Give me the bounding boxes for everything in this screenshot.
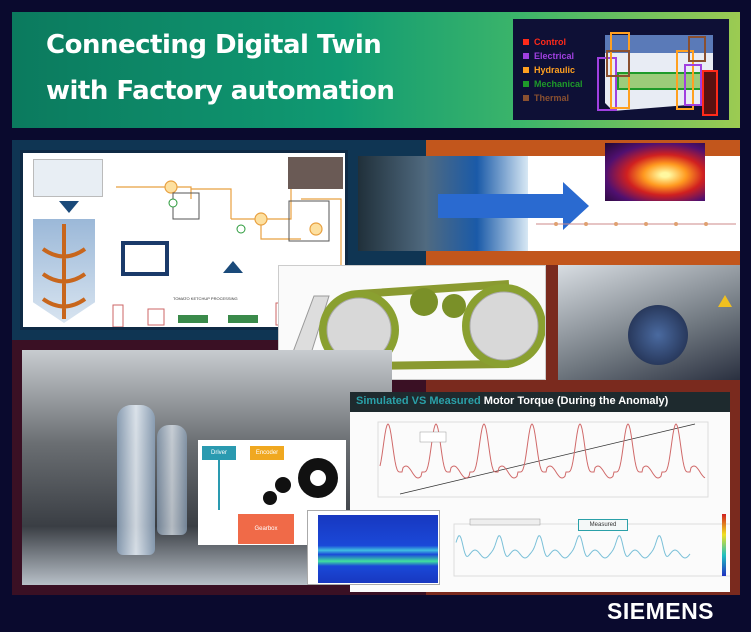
encoder-box: Encoder (250, 446, 284, 460)
arrow-up-icon (223, 261, 243, 273)
gears-icon (263, 458, 338, 505)
helix-icon (41, 224, 87, 319)
legend-item-electrical: Electrical (523, 51, 574, 61)
domain-legend-image: Control Electrical Hydraulic Mechanical … (513, 19, 729, 120)
legend-item-mechanical: Mechanical (523, 79, 583, 89)
simulated-torque-line (379, 423, 706, 479)
process-flowsheet (116, 178, 342, 269)
measured-torque-line (455, 534, 691, 559)
legend-label: Control (534, 37, 566, 47)
robot-arm (628, 305, 688, 365)
bottle-image (117, 405, 155, 555)
driver-box: Driver (202, 446, 236, 460)
siemens-logo: SIEMENS (607, 598, 715, 624)
chart-title-rest: Motor Torque (During the Anomaly) (483, 395, 669, 407)
legend-label: Mechanical (534, 79, 583, 89)
pulley-icon (283, 280, 545, 377)
connector (218, 460, 220, 510)
network-diagram (536, 222, 736, 226)
title-line-1: Connecting Digital Twin (46, 30, 382, 60)
spectrogram (318, 515, 438, 583)
arrow-right-icon (438, 194, 563, 218)
robot-cell-photo (558, 265, 740, 380)
gearbox-box: Gearbox (238, 514, 294, 544)
thermal-camera-image (605, 143, 705, 201)
ramp-line (399, 423, 696, 495)
chart-title-bar: Simulated VS Measured Motor Torque (Duri… (350, 392, 730, 412)
legend-label: Electrical (534, 51, 575, 61)
bottle-image (157, 425, 187, 535)
legend-item-control: Control (523, 37, 566, 47)
warning-icon (718, 295, 732, 307)
legend-item-thermal: Thermal (523, 93, 569, 103)
arrow-down-icon (59, 201, 79, 213)
plot-legend (419, 431, 447, 443)
color-scale (722, 514, 726, 576)
measured-label: Measured (578, 519, 628, 531)
simulation-screenshot (33, 159, 103, 197)
zoom-callout (121, 241, 169, 276)
title-line-2: with Factory automation (46, 76, 395, 106)
collage: TOMATO KETCHUP PROCESSING (12, 140, 740, 595)
legend-item-hydraulic: Hydraulic (523, 65, 575, 75)
spectrogram-panel (307, 510, 440, 585)
arrow-head (563, 182, 589, 230)
mixing-tank-image (33, 219, 95, 323)
chart-title-highlight: Simulated VS Measured (356, 395, 481, 407)
legend-label: Hydraulic (534, 65, 576, 75)
factory-photo (288, 157, 343, 189)
process-caption: TOMATO KETCHUP PROCESSING (173, 296, 238, 301)
legend-label: Thermal (534, 93, 570, 103)
press-brake-illustration (597, 32, 718, 116)
